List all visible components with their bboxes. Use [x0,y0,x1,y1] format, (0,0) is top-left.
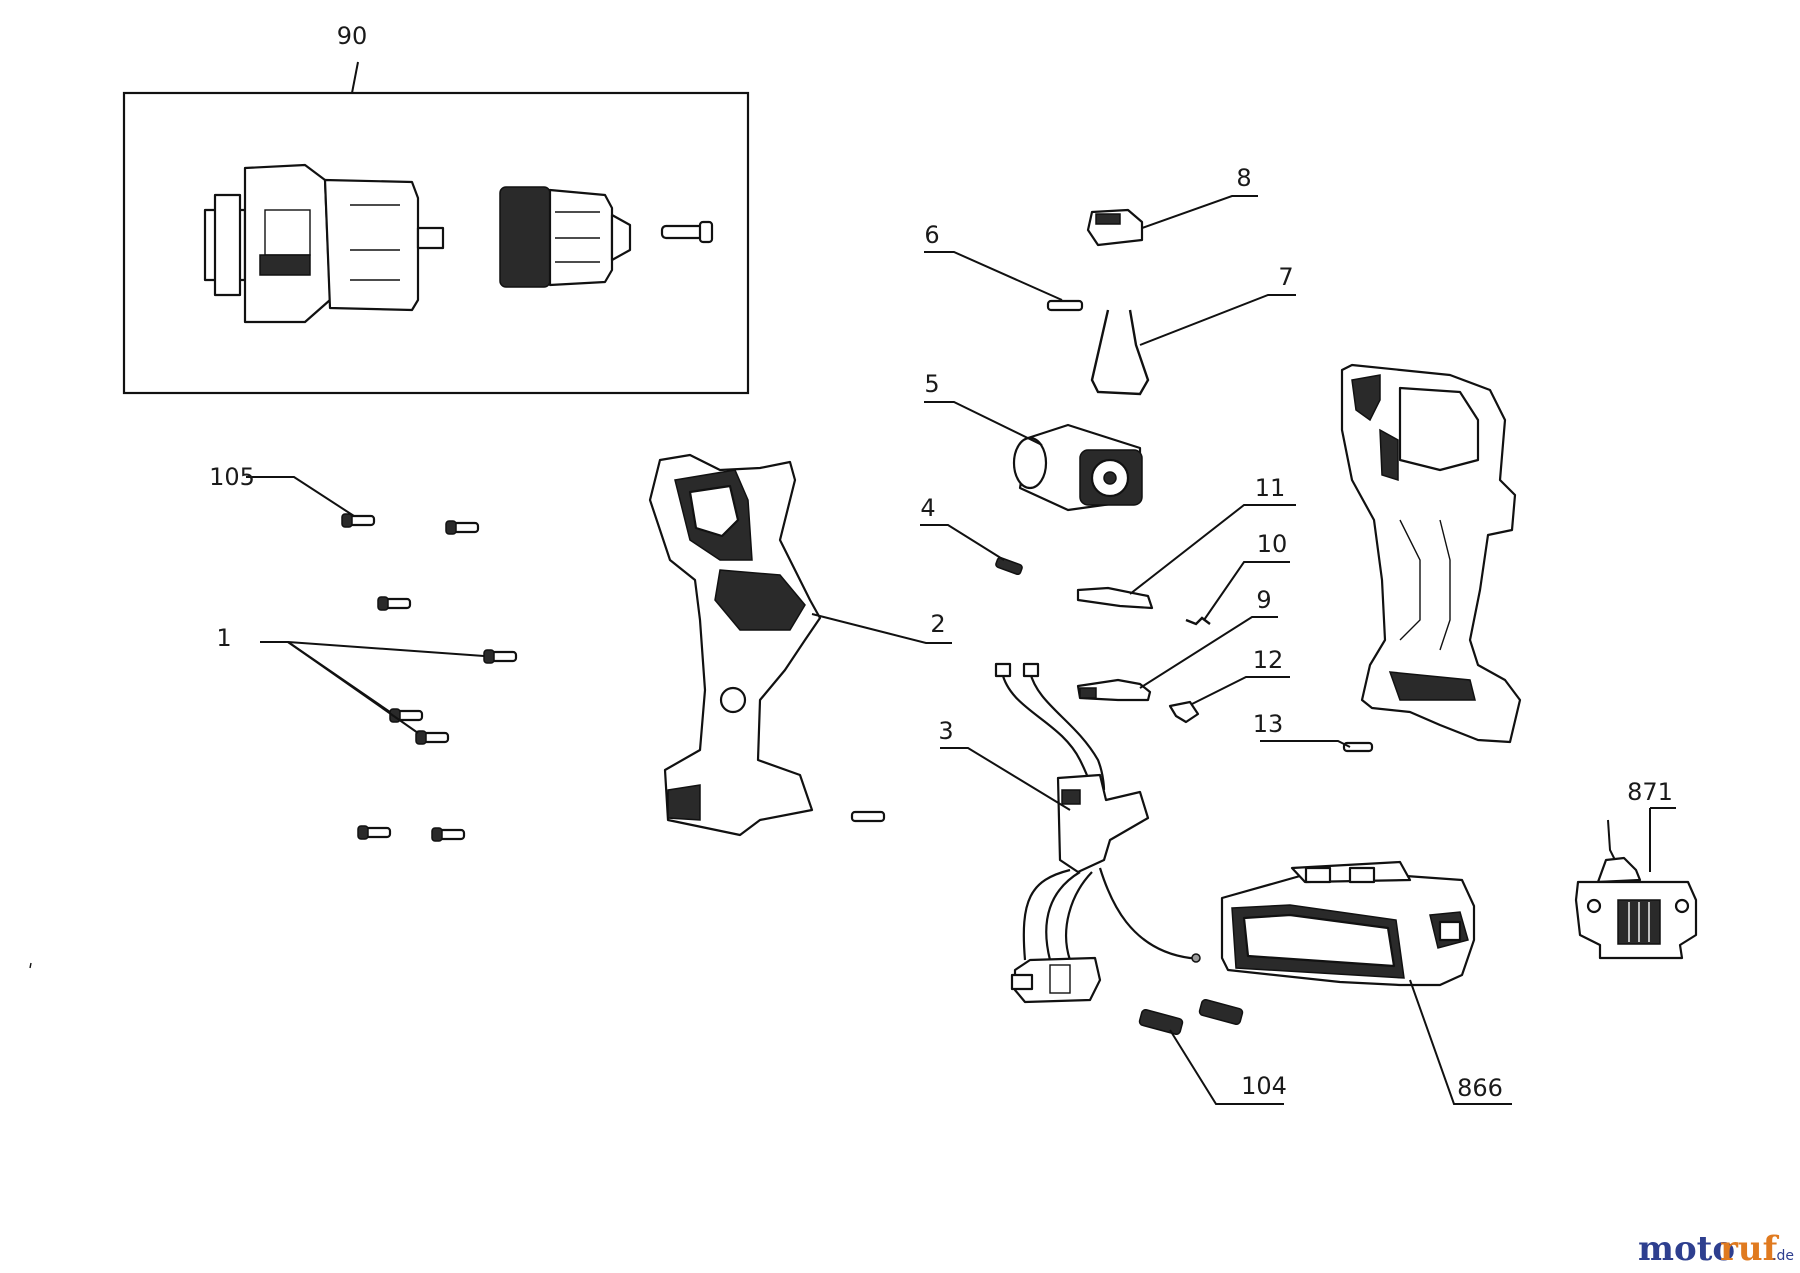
leader-866 [1409,979,1512,1105]
callout-11: 11 [1255,474,1286,502]
callout-13: 13 [1253,710,1284,738]
screw-h [850,810,886,823]
leader-104 [1169,1029,1284,1105]
part-866-battery [1220,860,1476,987]
callout-866: 866 [1457,1074,1503,1102]
leader-4 [920,524,1005,561]
part-9-selector [1076,678,1152,702]
right-housing-shell [1340,363,1522,744]
part-3-switch-assembly [994,662,1201,1004]
callout-8: 8 [1236,164,1251,192]
screw-e [415,730,450,745]
leader-105 [246,476,355,517]
screw-d [389,708,424,723]
assembly-90-frame [122,91,750,395]
callout-2: 2 [930,610,945,638]
leader-2 [811,613,952,644]
part-11-plate [1076,586,1154,610]
part-104-carbon-brushes [1138,998,1244,1036]
callout-4: 4 [920,494,935,522]
leader-12 [1191,676,1290,705]
part-871-charger [1574,819,1698,960]
chuck-screw-part [660,220,714,244]
gearbox-part [203,163,445,324]
svg-text:.de: .de [1772,1248,1794,1264]
callout-7: 7 [1278,263,1293,291]
part-12-clip [1168,700,1200,724]
screw-f [357,825,392,840]
part-13-pin [1342,741,1374,753]
part-6-pin [1046,299,1084,312]
callout-9: 9 [1256,586,1271,614]
callout-6: 6 [924,221,939,249]
callout-104: 104 [1241,1072,1287,1100]
callout-90: 90 [337,22,368,50]
part-5-motor [1012,423,1143,512]
svg-text:ruf: ruf [1720,1229,1780,1269]
chuck-part [499,186,632,288]
callout-3: 3 [938,717,953,745]
callout-1: 1 [216,624,231,652]
part-7-spring-clip [1090,309,1150,396]
leader-9 [1139,616,1278,689]
watermark-logo: moto ruf .de [1638,1229,1794,1269]
leader-11 [1129,504,1296,595]
leader-1a [260,641,485,657]
leader-3 [940,747,1071,811]
leader-90 [351,61,359,94]
callout-105: 105 [209,463,255,491]
callout-12: 12 [1253,646,1284,674]
part-4-spring [995,556,1023,576]
screw-g [431,827,466,842]
screw-c [483,649,518,664]
screw-a [445,520,480,535]
part-10-spring [1185,616,1211,626]
leader-8 [1141,195,1258,229]
callout-10: 10 [1257,530,1288,558]
part-105-screw [341,513,376,528]
leader-1c [287,641,419,734]
leader-13 [1260,740,1351,748]
stray-mark [29,962,32,969]
part-8-switch-slide [1086,208,1144,247]
leader-5 [924,401,1043,446]
leader-7 [1139,294,1296,346]
part-2-left-housing [648,453,822,837]
callout-871: 871 [1627,778,1673,806]
leader-6 [924,251,1063,301]
svg-text:moto: moto [1638,1229,1735,1269]
callout-5: 5 [924,370,939,398]
leader-10 [1203,561,1290,621]
screw-b [377,596,412,611]
